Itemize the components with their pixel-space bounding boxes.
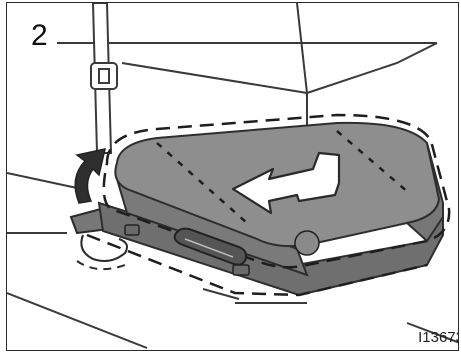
step-number: 2 [31,21,48,51]
illustration-panel: 2 I13673 [6,2,459,351]
figure-code: I13673 [418,329,459,346]
seat-belt-icon [91,3,117,153]
lift-arrow-icon [75,149,105,203]
seat-illustration [7,3,459,351]
